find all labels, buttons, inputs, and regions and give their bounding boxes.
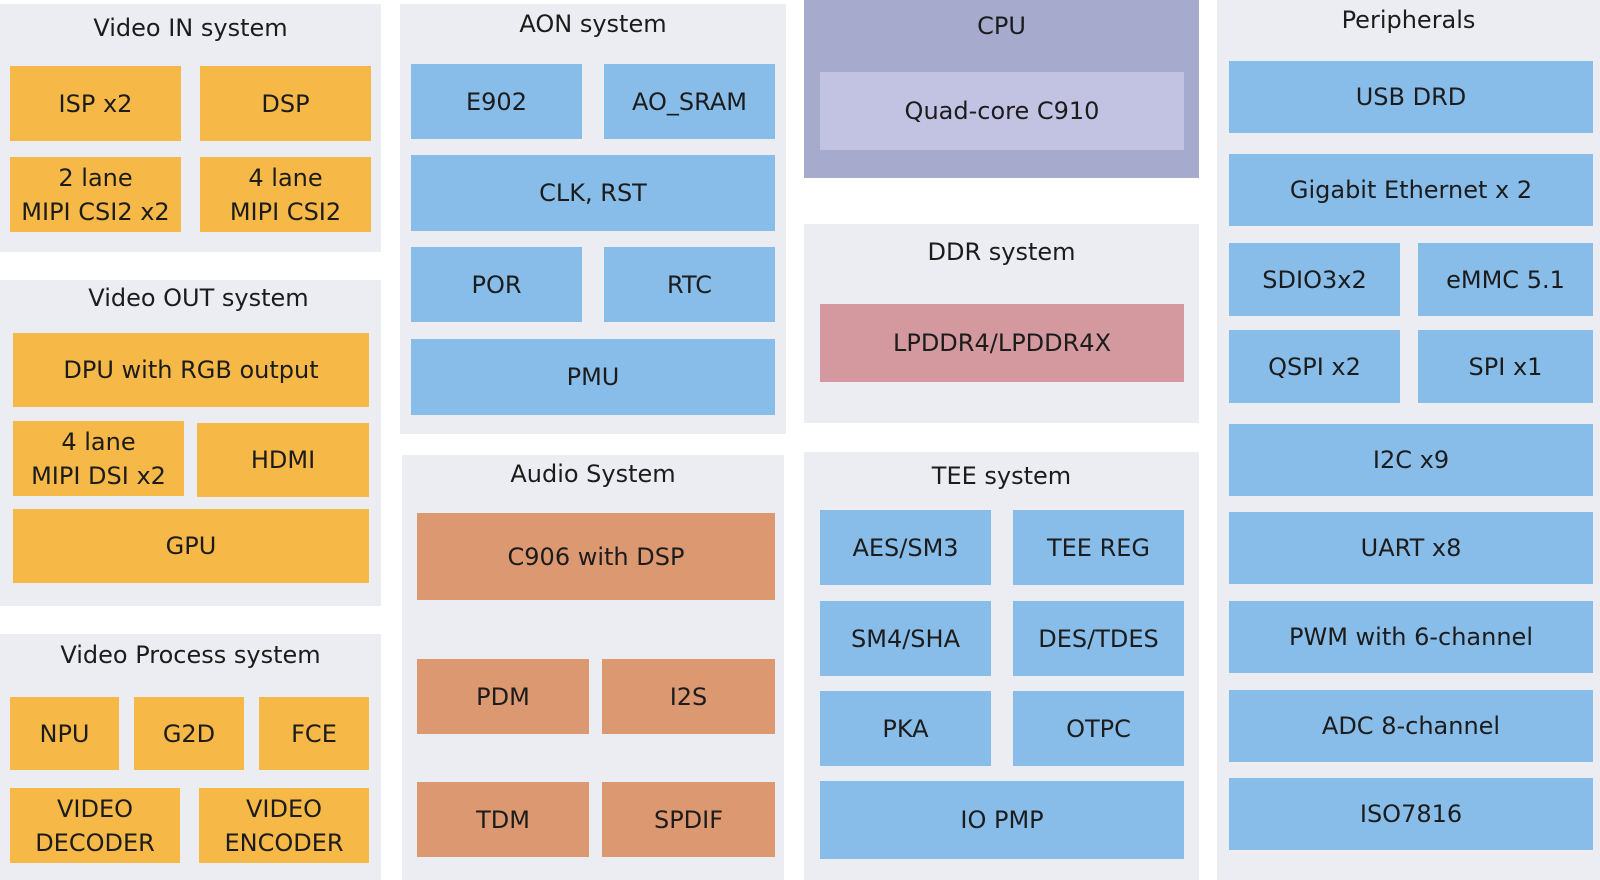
audio-panel: Audio System C906 with DSP PDM I2S TDM S… (402, 455, 784, 880)
video-out-panel: Video OUT system DPU with RGB output 4 l… (0, 280, 381, 606)
i2c-block: I2C x9 (1229, 424, 1593, 496)
usb-drd-block: USB DRD (1229, 61, 1593, 133)
tee-title: TEE system (931, 462, 1072, 490)
hdmi-block: HDMI (197, 423, 369, 497)
por-block: POR (411, 247, 582, 322)
aon-panel: AON system E902 AO_SRAM CLK, RST POR RTC… (400, 4, 786, 434)
qspi-block: QSPI x2 (1229, 330, 1400, 403)
g2d-block: G2D (134, 697, 244, 770)
i2s-block: I2S (602, 659, 775, 734)
dpu-block: DPU with RGB output (13, 333, 369, 407)
isp-block: ISP x2 (10, 66, 181, 141)
uart-block: UART x8 (1229, 512, 1593, 584)
iso7816-block: ISO7816 (1229, 778, 1593, 850)
audio-title: Audio System (510, 460, 676, 488)
tee-reg-block: TEE REG (1013, 510, 1184, 585)
otpc-block: OTPC (1013, 691, 1184, 766)
lpddr-block: LPDDR4/LPDDR4X (820, 304, 1184, 382)
video-in-panel: Video IN system ISP x2 DSP 2 lane MIPI C… (0, 4, 381, 252)
clk-rst-block: CLK, RST (411, 155, 775, 231)
gigabit-ethernet-block: Gigabit Ethernet x 2 (1229, 154, 1593, 226)
mipi-csi2-x2-block: 2 lane MIPI CSI2 x2 (10, 157, 181, 232)
cpu-title: CPU (977, 12, 1026, 40)
tee-panel: TEE system AES/SM3 TEE REG SM4/SHA DES/T… (804, 452, 1199, 880)
ddr-title: DDR system (927, 238, 1076, 266)
pdm-block: PDM (417, 659, 589, 734)
c906-block: C906 with DSP (417, 513, 775, 600)
video-in-title: Video IN system (93, 14, 288, 42)
tdm-block: TDM (417, 782, 589, 857)
peripherals-panel: Peripherals USB DRD Gigabit Ethernet x 2… (1217, 0, 1600, 880)
peripherals-title: Peripherals (1341, 6, 1476, 34)
video-process-title: Video Process system (60, 641, 321, 669)
pka-block: PKA (820, 691, 991, 766)
cpu-panel: CPU Quad-core C910 (804, 0, 1199, 178)
spdif-block: SPDIF (602, 782, 775, 857)
pmu-block: PMU (411, 339, 775, 415)
dsp-block: DSP (200, 66, 371, 141)
pwm-block: PWM with 6-channel (1229, 601, 1593, 673)
e902-block: E902 (411, 64, 582, 139)
aes-sm3-block: AES/SM3 (820, 510, 991, 585)
video-out-title: Video OUT system (88, 284, 309, 312)
adc-block: ADC 8-channel (1229, 690, 1593, 762)
io-pmp-block: IO PMP (820, 781, 1184, 859)
des-tdes-block: DES/TDES (1013, 601, 1184, 676)
mipi-dsi-block: 4 lane MIPI DSI x2 (13, 421, 184, 496)
fce-block: FCE (259, 697, 369, 770)
sm4-sha-block: SM4/SHA (820, 601, 991, 676)
quad-core-block: Quad-core C910 (820, 72, 1184, 150)
sdio-block: SDIO3x2 (1229, 243, 1400, 316)
video-process-panel: Video Process system NPU G2D FCE VIDEO D… (0, 634, 381, 880)
ddr-panel: DDR system LPDDR4/LPDDR4X (804, 224, 1199, 423)
video-encoder-block: VIDEO ENCODER (199, 788, 369, 863)
video-decoder-block: VIDEO DECODER (10, 788, 180, 863)
mipi-csi2-block: 4 lane MIPI CSI2 (200, 157, 371, 232)
spi-block: SPI x1 (1418, 330, 1593, 403)
npu-block: NPU (10, 697, 119, 770)
rtc-block: RTC (604, 247, 775, 322)
ao-sram-block: AO_SRAM (604, 64, 775, 139)
aon-title: AON system (519, 10, 667, 38)
emmc-block: eMMC 5.1 (1418, 243, 1593, 316)
gpu-block: GPU (13, 509, 369, 583)
